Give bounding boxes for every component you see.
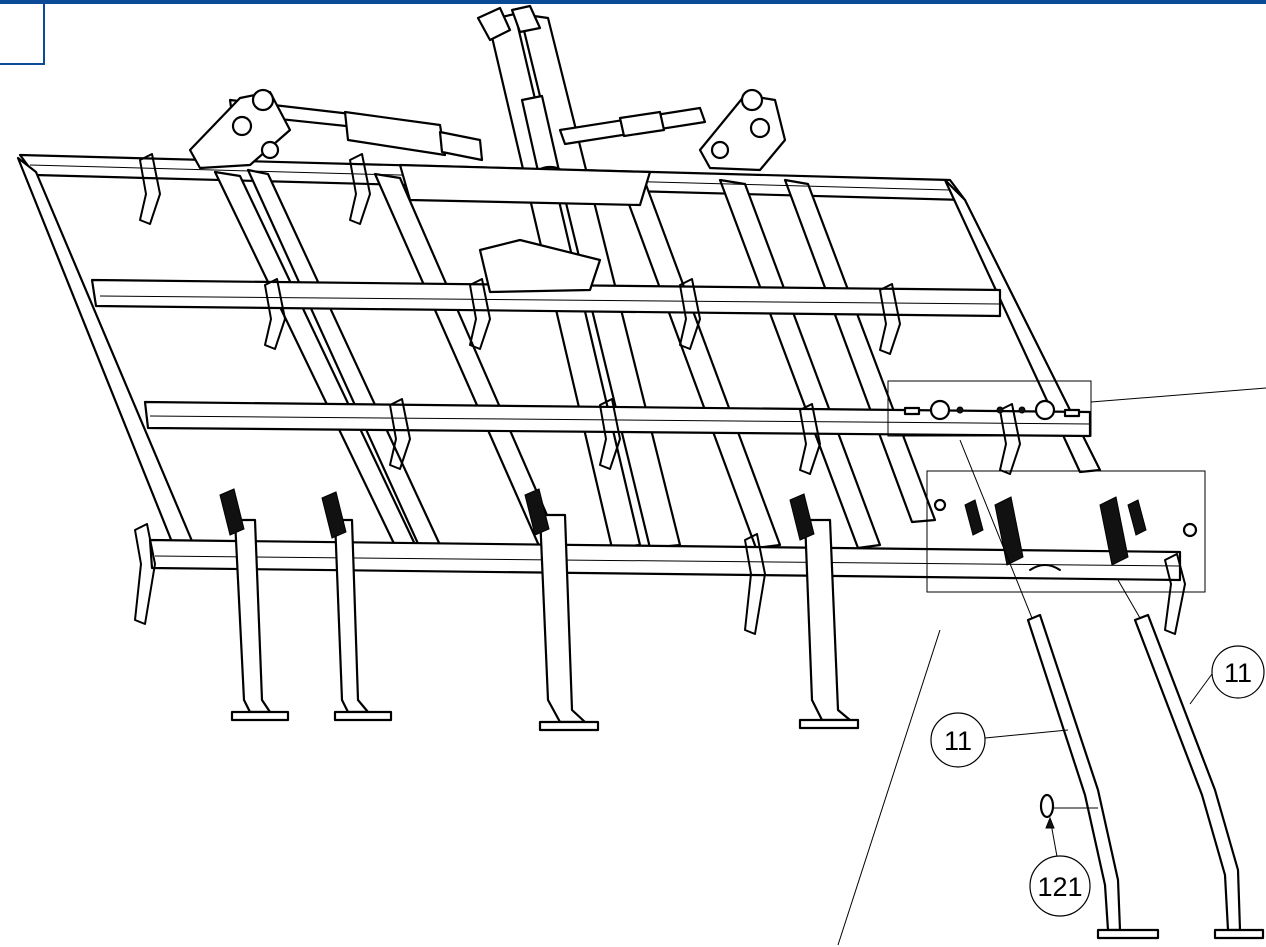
callout-label: 11 (1224, 658, 1252, 688)
drawing-frame (0, 0, 1266, 65)
callout-121: 121 (1029, 807, 1098, 917)
retaining-ring-part (1039, 793, 1055, 819)
exploded-tine-left (959, 439, 1160, 940)
callout-label: 121 (1037, 872, 1082, 902)
detail-view-upper (887, 380, 1266, 437)
cultivator-frame (16, 12, 1182, 582)
hitch-assembly (188, 4, 787, 294)
beam-clamps (134, 153, 1186, 635)
exploded-tine-right (1117, 579, 1265, 940)
tine-shanks (219, 488, 860, 732)
detail-view-lower (837, 470, 1206, 946)
callout-11-left: 11 (930, 712, 1069, 768)
callout-11-right: 11 (1189, 645, 1265, 705)
callout-label: 11 (944, 726, 972, 756)
